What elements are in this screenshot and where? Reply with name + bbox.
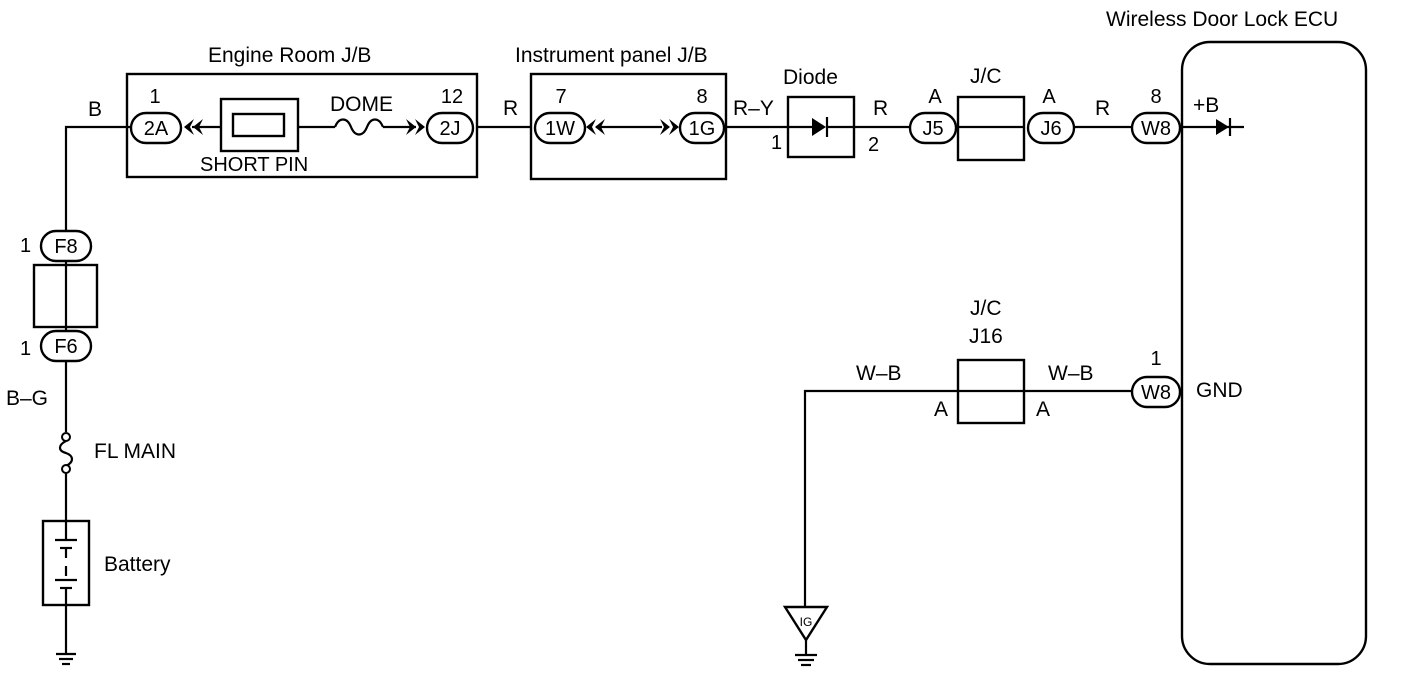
battery-label: Battery	[104, 553, 171, 576]
wire-label-b: B	[88, 98, 102, 121]
connector-2J	[425, 111, 475, 145]
diode: Diode 1 2	[771, 66, 879, 159]
wire-label-bg: B–G	[6, 387, 48, 410]
junction-connector-j16: J/C J16 A A	[934, 297, 1050, 425]
connector-W8-top-label: W8	[1141, 118, 1171, 140]
arrow-left-icon	[184, 119, 194, 135]
pin-2A: 1	[149, 86, 160, 108]
pin-diode-out: 2	[868, 134, 879, 156]
ecu-title: Wireless Door Lock ECU	[1106, 8, 1338, 31]
pin-2J: 12	[441, 86, 463, 108]
connector-J5-label: J5	[922, 118, 943, 140]
arrow-right-icon	[406, 119, 416, 135]
diode-icon	[1216, 119, 1229, 135]
connector-W8-bottom-label: W8	[1141, 382, 1171, 404]
short-pin-box	[219, 97, 300, 153]
connector-2J-label: 2J	[439, 118, 460, 140]
connector-2A-label: 2A	[144, 118, 169, 140]
jc-bottom-label: J/C	[970, 297, 1002, 320]
short-pin-element	[231, 112, 286, 138]
instrument-panel-jb-label: Instrument panel J/B	[515, 44, 708, 67]
ig-ground: IG	[782, 605, 830, 667]
connector-1W	[533, 111, 587, 145]
pin-W8-top: 8	[1150, 86, 1161, 108]
connector-1G-label: 1G	[689, 118, 716, 140]
pin-J6: A	[1042, 86, 1056, 108]
junction-connector-top: J/C J5 A J6 A	[908, 65, 1076, 162]
wire-label-wb2: W–B	[1048, 362, 1094, 385]
pin-W8-bottom: 1	[1150, 348, 1161, 370]
pin-F8: 1	[20, 235, 31, 257]
pin-1W: 7	[555, 86, 566, 108]
plus-b-label: +B	[1193, 94, 1219, 117]
engine-room-jb-label: Engine Room J/B	[208, 44, 371, 67]
engine-room-jb: Engine Room J/B SHORT PIN DOME 2A 1 2J 1…	[125, 44, 479, 179]
connector-F6-label: F6	[54, 336, 77, 358]
dome-fuse-icon	[333, 118, 385, 136]
jc-top-label: J/C	[970, 65, 1002, 88]
ig-label: IG	[800, 615, 813, 629]
wire-label-wb1: W–B	[856, 362, 902, 385]
battery-icon	[55, 521, 77, 605]
wireless-door-lock-ecu: Wireless Door Lock ECU	[1106, 8, 1368, 666]
wire-b	[64, 125, 131, 231]
fl-main-label: FL MAIN	[94, 440, 176, 463]
fl-main-fuse-icon	[58, 432, 74, 474]
pin-F6: 1	[20, 338, 31, 360]
wire-label-r2: R	[873, 97, 888, 120]
pin-1G: 8	[696, 86, 707, 108]
short-pin-label: SHORT PIN	[200, 154, 308, 176]
pin-j16-left: A	[934, 398, 948, 421]
gnd-label: GND	[1196, 379, 1243, 402]
instrument-panel-jb: Instrument panel J/B 1W 7 1G 8	[515, 44, 728, 181]
wire-label-r1: R	[503, 97, 518, 120]
diode-icon	[812, 118, 826, 136]
arrow-left-icon	[586, 119, 596, 135]
jc-bottom-id: J16	[969, 325, 1003, 348]
ground-icon	[56, 652, 76, 666]
wire-label-r3: R	[1095, 97, 1110, 120]
arrow-right-icon	[660, 119, 670, 135]
pin-j16-right: A	[1036, 398, 1050, 421]
connector-F8-label: F8	[54, 236, 77, 258]
diode-label: Diode	[783, 66, 838, 89]
pin-diode-in: 1	[771, 132, 782, 154]
ig-ground-icon	[782, 605, 830, 643]
dome-label: DOME	[330, 93, 393, 116]
connector-J6-label: J6	[1040, 118, 1061, 140]
connector-1W-label: 1W	[545, 118, 575, 140]
wire-wb-1	[803, 389, 958, 607]
wire-label-ry: R–Y	[733, 97, 774, 120]
pin-J5: A	[928, 86, 942, 108]
connector-1G	[678, 111, 726, 145]
